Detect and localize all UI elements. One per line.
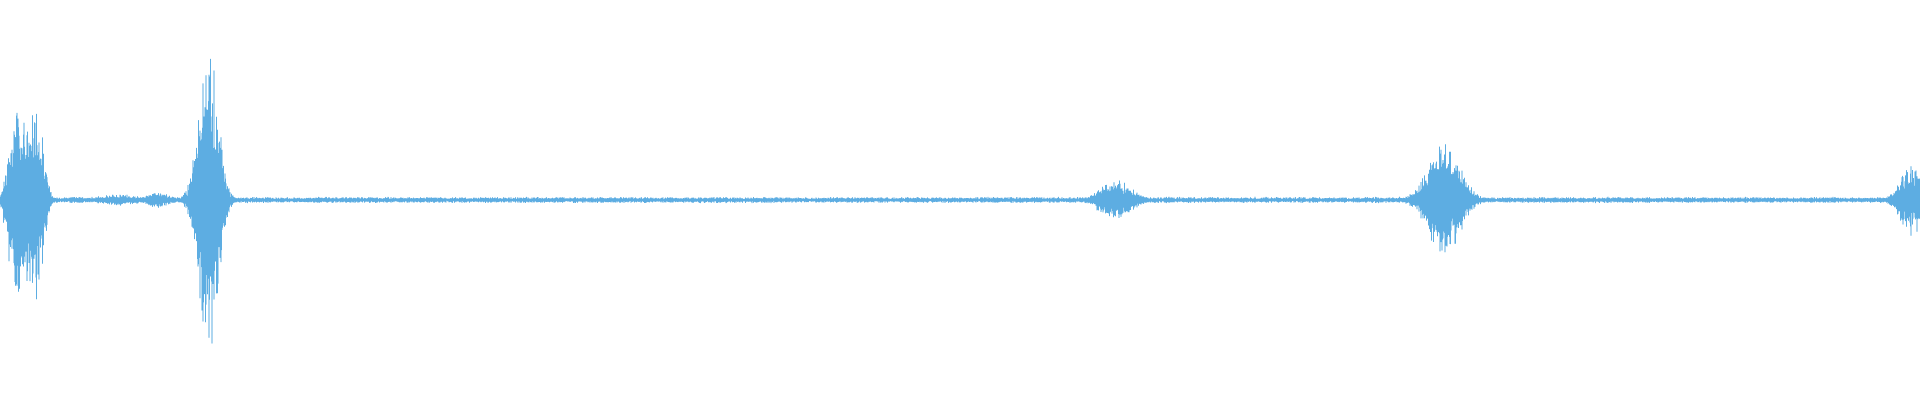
waveform-trace [0,58,1920,344]
